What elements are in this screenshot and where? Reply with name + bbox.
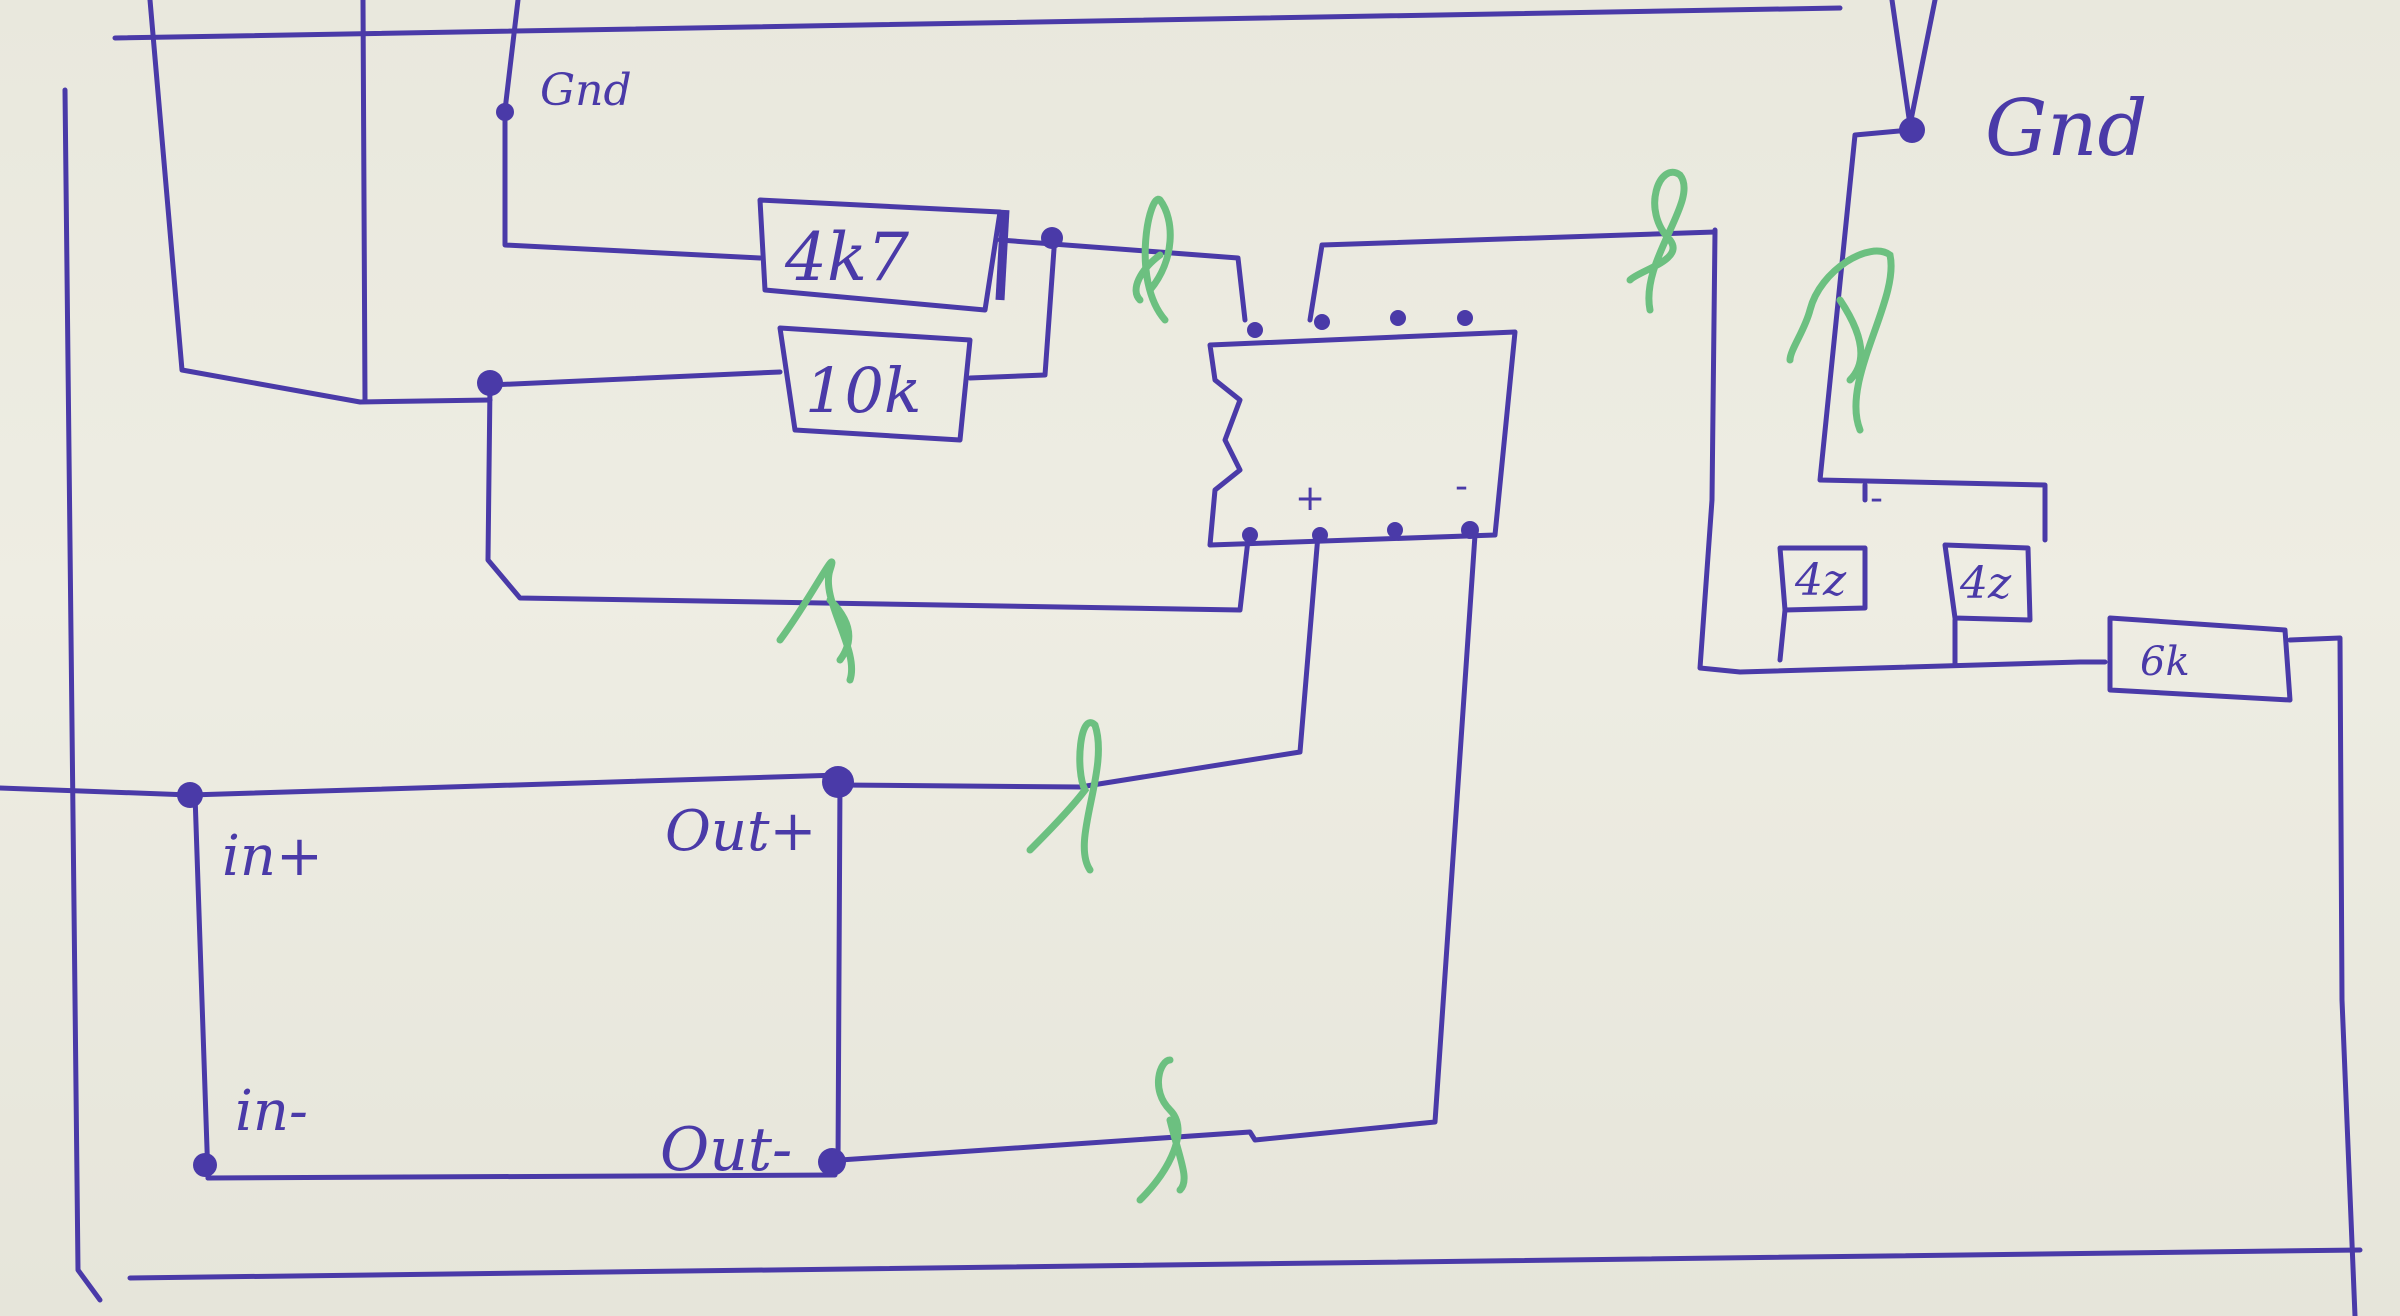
resistor-r1-box [757, 197, 1003, 313]
wire-r3-down [1777, 607, 1788, 663]
wire-top-rail [112, 5, 1843, 41]
resistor-r2-label: 10k [805, 354, 921, 427]
wire-in-plus [0, 772, 843, 798]
pin-ic-4 [1457, 310, 1473, 326]
wire-r1-out [997, 237, 1248, 323]
cut-mark-4 [776, 558, 856, 684]
node-in-minus [193, 1153, 217, 1177]
pin-ic-1 [1247, 322, 1263, 338]
resistor-r5-label: 6k [2140, 639, 2190, 685]
node-gnd-right [1899, 117, 1925, 143]
pin-ic-7 [1387, 522, 1403, 538]
label-gnd-top: Gnd [540, 65, 632, 116]
wire-gnd-to-relay [1817, 127, 2048, 543]
label-relay-minus: - [1870, 478, 1883, 519]
wire-right-vertical [2287, 635, 2358, 1316]
resistor-r4-box [1942, 542, 2033, 623]
label-out-minus: Out- [660, 1115, 792, 1185]
wire-in-bottom [205, 1172, 838, 1181]
label-gnd-right: Gnd [1985, 84, 2147, 174]
resistor-r2-box [777, 325, 973, 443]
resistor-r3-box [1777, 545, 1868, 613]
label-out-plus: Out+ [665, 799, 816, 864]
label-in-plus: in+ [222, 824, 323, 889]
cut-marks [776, 169, 1895, 1204]
cut-mark-2 [1626, 169, 1688, 314]
node-out-minus [818, 1148, 846, 1176]
node-left [477, 370, 503, 396]
pin-ic-2 [1314, 314, 1330, 330]
node-out-plus [822, 766, 854, 798]
label-in-minus: in- [235, 1079, 308, 1144]
label-ic-plus: + [1295, 478, 1325, 519]
junction-dots [177, 103, 1925, 1177]
wire-outplus [837, 532, 1321, 790]
wire-gnd-col [502, 0, 763, 261]
resistor-r5-box [2107, 615, 2293, 703]
wire-1715-down [1697, 229, 2108, 675]
wire-r2-right [967, 232, 1058, 381]
node-r1-right [1041, 227, 1063, 249]
wire-gnd-stem [1889, 0, 1938, 128]
node-gnd-top [496, 103, 514, 121]
cut-mark-3 [1786, 247, 1895, 434]
pin-ic-5 [1242, 527, 1258, 543]
wire-outminus [837, 532, 1478, 1163]
resistor-boxes [757, 197, 2293, 703]
wire-out-vertical [835, 777, 843, 1168]
resistor-r4-label: 4z [1959, 558, 2012, 609]
wire-in-left [192, 792, 211, 1181]
wire-left-a [147, 0, 493, 405]
resistor-r3-label: 4z [1794, 555, 1847, 606]
cut-mark-6 [1136, 1056, 1188, 1204]
ic-block [1207, 329, 1518, 548]
text-labels: Gnd Gnd in+ in- Out+ Out- + - - 4k7 10k … [222, 65, 2190, 1185]
pin-ic-8 [1461, 521, 1479, 539]
wire-left-b [360, 0, 368, 403]
pin-ic-6 [1312, 527, 1328, 543]
wire-node-loop [485, 382, 1251, 613]
pin-ic-3 [1390, 310, 1406, 326]
node-in-plus [177, 782, 203, 808]
wire-node-r2 [487, 369, 783, 388]
cut-mark-1 [1132, 195, 1174, 324]
label-ic-minus: - [1455, 466, 1468, 507]
resistor-r1-label: 4k7 [784, 219, 909, 296]
wire-left-margin [62, 87, 103, 1303]
wire-bottom-rail [127, 1247, 2363, 1281]
cut-mark-5 [1026, 719, 1102, 874]
